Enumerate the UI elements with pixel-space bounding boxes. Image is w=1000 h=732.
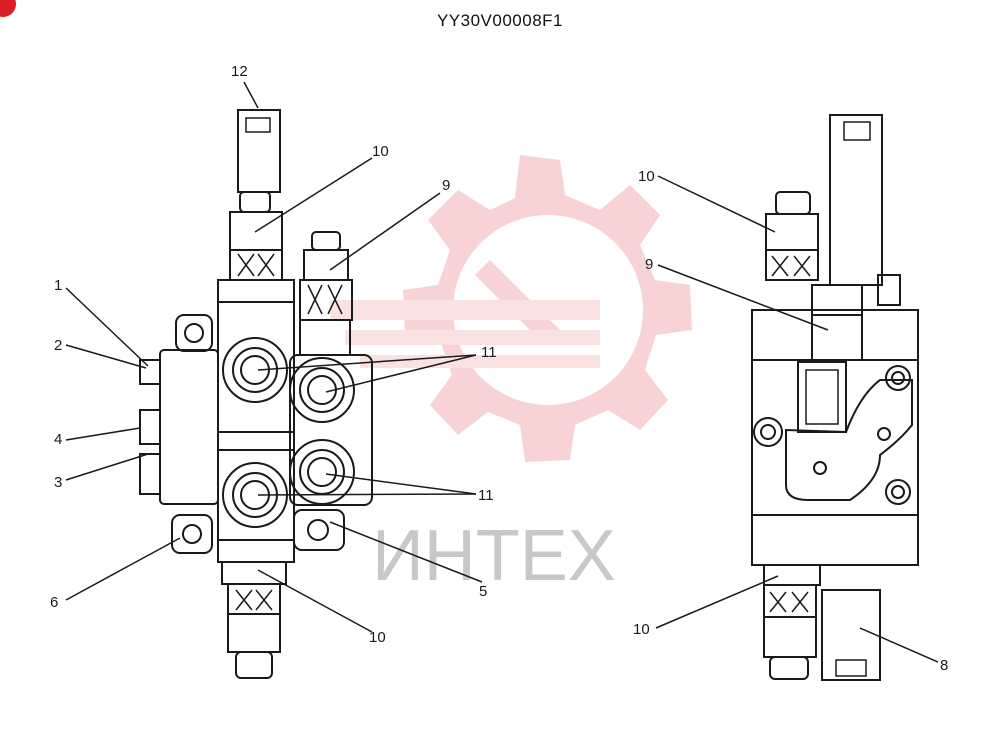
corner-badge-icon	[0, 0, 16, 17]
callout-3: 3	[54, 474, 62, 491]
callout-4: 4	[54, 431, 62, 448]
callout-12: 12	[231, 63, 248, 80]
watermark-text: ИНТЕХ	[372, 516, 616, 596]
drawing-title: YY30V00008F1	[436, 11, 564, 30]
callout-6: 6	[50, 594, 58, 611]
leader-lines	[65, 81, 939, 663]
callout-11-top: 11	[481, 344, 497, 361]
callout-11-bottom: 11	[478, 487, 494, 504]
watermark-logo-icon	[330, 155, 692, 462]
callout-10-side-top: 10	[638, 168, 655, 185]
callout-2: 2	[54, 337, 62, 354]
callout-10-bottom: 10	[369, 629, 386, 646]
side-view	[751, 114, 919, 681]
callout-10-top: 10	[372, 143, 389, 160]
front-view	[139, 109, 373, 679]
callout-8: 8	[940, 657, 948, 674]
callout-10-side-bottom: 10	[633, 621, 650, 638]
callouts: 12 10 9 1 2 4 3 6 11 11 5 10 10 9 10 8	[50, 63, 948, 674]
callout-1: 1	[54, 277, 62, 294]
callout-5: 5	[479, 583, 487, 600]
callout-9-side: 9	[645, 256, 653, 273]
callout-9-front: 9	[442, 177, 450, 194]
